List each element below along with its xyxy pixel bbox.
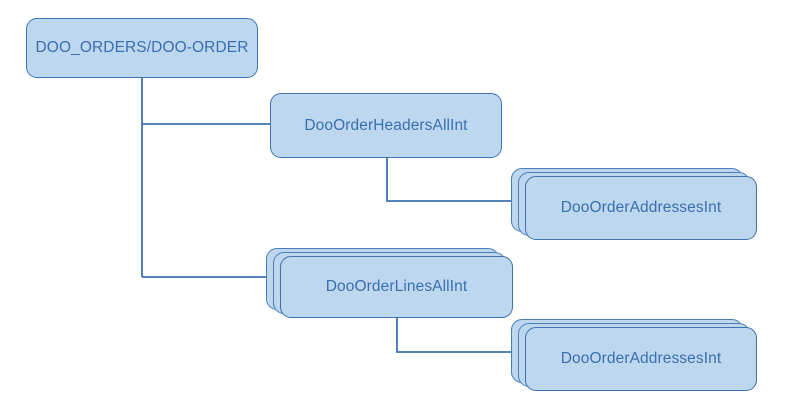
node-root-label: DOO_ORDERS/DOO-ORDER <box>35 39 249 57</box>
node-lines-label: DooOrderLinesAllInt <box>325 278 468 296</box>
node-line-addresses-label: DooOrderAddressesInt <box>560 350 722 368</box>
node-line-addresses[interactable]: DooOrderAddressesInt <box>525 327 757 391</box>
node-header-addresses-label: DooOrderAddressesInt <box>560 199 722 217</box>
edge-headers-to-addresses <box>386 158 527 202</box>
node-headers-label: DooOrderHeadersAllInt <box>304 116 468 134</box>
node-headers[interactable]: DooOrderHeadersAllInt <box>270 93 502 158</box>
node-lines[interactable]: DooOrderLinesAllInt <box>280 256 513 318</box>
node-root[interactable]: DOO_ORDERS/DOO-ORDER <box>26 18 258 78</box>
node-header-addresses[interactable]: DooOrderAddressesInt <box>525 176 757 240</box>
